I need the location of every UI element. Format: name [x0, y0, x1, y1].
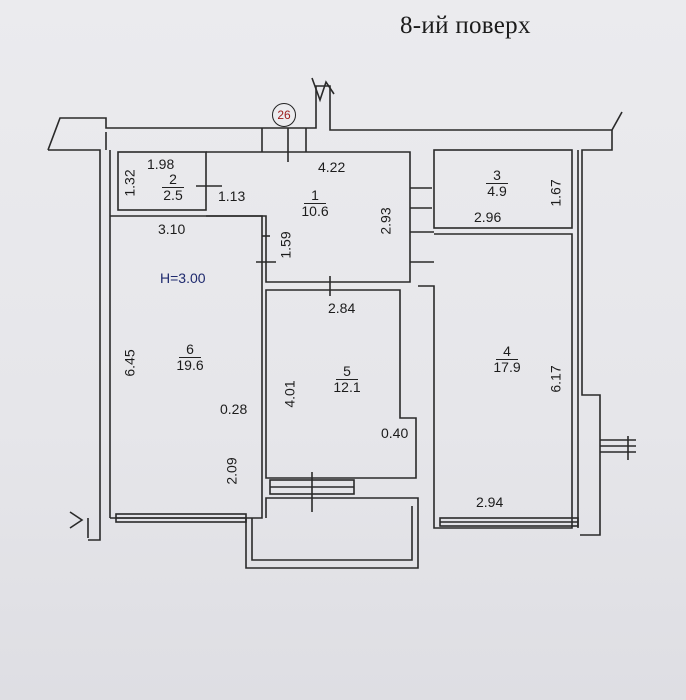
- outer-wall-right: [580, 130, 613, 536]
- room-5-outline: [265, 289, 417, 479]
- room-area: 4.9: [487, 183, 507, 200]
- room-area: 17.9: [493, 359, 521, 376]
- dimension-label: 1.13: [218, 188, 246, 204]
- room-4-outline: [418, 233, 573, 529]
- dimension-label: 2.94: [476, 494, 504, 510]
- room-2-label: 2 2.5: [143, 171, 203, 204]
- dimension-label: 6.45: [121, 349, 138, 377]
- dimension-label: 4.01: [281, 380, 298, 408]
- room-1-label: 1 10.6: [285, 187, 345, 220]
- room-number: 6: [179, 341, 201, 359]
- room-number: 2: [162, 171, 184, 189]
- axis-marker-badge: 26: [272, 103, 296, 127]
- room-area: 2.5: [163, 187, 183, 204]
- dimension-label: 4.22: [318, 159, 346, 175]
- dimension-label: 3.10: [158, 221, 186, 237]
- room-3-label: 3 4.9: [467, 167, 527, 200]
- outer-wall-top: [47, 85, 623, 151]
- dimension-label: 0.28: [220, 401, 248, 417]
- dimension-label: 1.98: [147, 156, 175, 172]
- room-area: 10.6: [301, 203, 329, 220]
- floor-title: 8-ий поверх: [400, 12, 531, 39]
- dimension-label: 1.59: [277, 231, 294, 259]
- room-3-outline: [433, 149, 573, 229]
- dimension-label: 1.32: [121, 169, 138, 197]
- outer-wall-left: [48, 149, 101, 541]
- dimension-label: 2.09: [223, 457, 240, 485]
- room-number: 4: [496, 343, 518, 361]
- balcony-outline: [245, 497, 419, 569]
- dimension-label: 2.84: [328, 300, 356, 316]
- dimension-label: 1.67: [547, 179, 564, 207]
- ceiling-height-label: H=3.00: [160, 270, 206, 286]
- dimension-label: 6.17: [547, 365, 564, 393]
- room-6-label: 6 19.6: [160, 341, 220, 374]
- room-area: 12.1: [333, 379, 361, 396]
- room-5-label: 5 12.1: [317, 363, 377, 396]
- dimension-label: 2.96: [474, 209, 502, 225]
- room-4-label: 4 17.9: [477, 343, 537, 376]
- dimension-label: 0.40: [381, 425, 409, 441]
- room-number: 3: [486, 167, 508, 185]
- dimension-label: 2.93: [377, 207, 394, 235]
- room-2-outline: [117, 151, 207, 211]
- room-number: 5: [336, 363, 358, 381]
- room-area: 19.6: [176, 357, 204, 374]
- room-number: 1: [304, 187, 326, 205]
